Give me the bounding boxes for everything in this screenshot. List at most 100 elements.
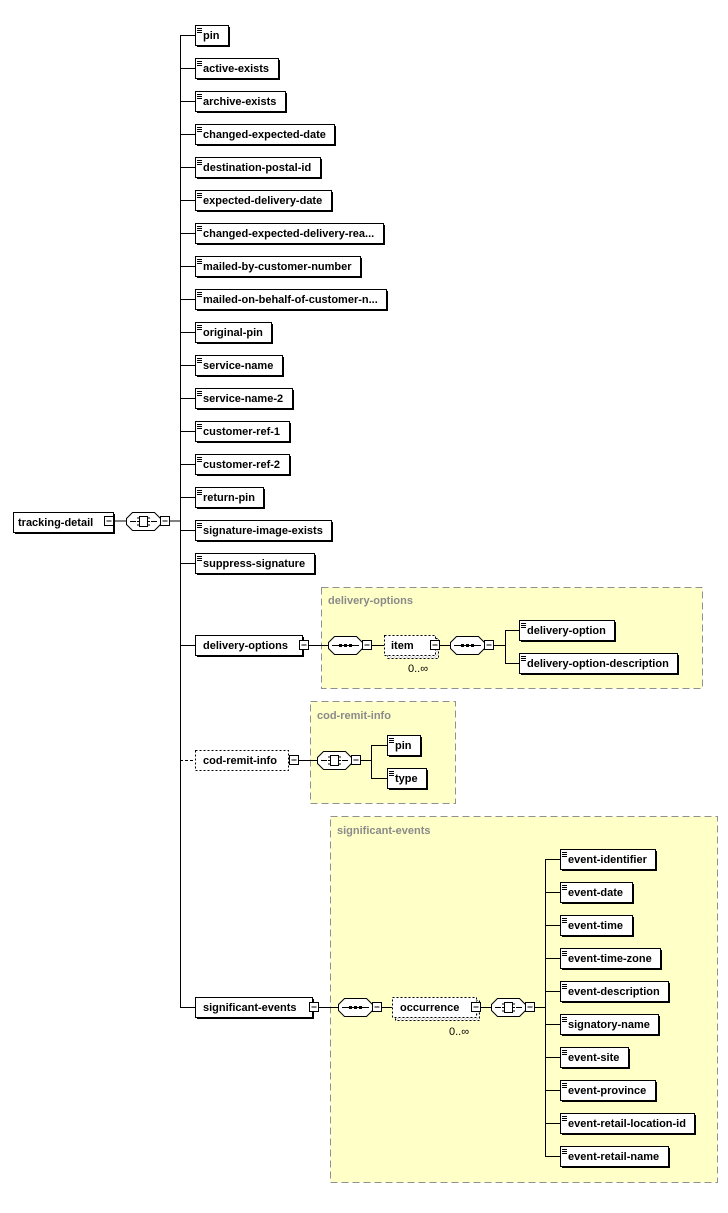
delivery-options-sequence-collapse-toggle[interactable] xyxy=(362,640,372,650)
element-customer-ref-1-label: customer-ref-1 xyxy=(203,426,280,438)
element-customer-ref-2-label: customer-ref-2 xyxy=(203,459,280,471)
item-sequence-collapse-toggle[interactable] xyxy=(484,640,494,650)
significant-events-sequence-collapse-toggle[interactable] xyxy=(372,1002,382,1012)
element-icon xyxy=(562,951,567,956)
element-event-time-zone[interactable]: event-time-zone xyxy=(560,948,663,971)
occurrence-compositor-collapse-toggle[interactable] xyxy=(525,1002,535,1012)
element-event-site-label: event-site xyxy=(568,1052,619,1064)
element-occurrence[interactable]: occurrence 0..∞ xyxy=(392,997,480,1039)
element-icon xyxy=(562,852,567,857)
element-event-province-label: event-province xyxy=(568,1085,646,1097)
element-delivery-option-description[interactable]: delivery-option-description xyxy=(519,653,680,676)
element-icon xyxy=(562,1149,567,1154)
root-element-tracking-detail[interactable]: tracking-detail xyxy=(13,512,116,535)
element-icon xyxy=(562,1116,567,1121)
element-icon xyxy=(197,193,202,198)
item-collapse-toggle[interactable] xyxy=(430,640,440,650)
element-icon xyxy=(197,160,202,165)
element-service-name-2[interactable]: service-name-2 xyxy=(195,388,295,411)
cod-element-type-label: type xyxy=(395,773,418,785)
element-icon xyxy=(197,94,202,99)
element-mailed-on-behalf-of-customer-n[interactable]: mailed-on-behalf-of-customer-n... xyxy=(195,289,389,312)
element-return-pin-label: return-pin xyxy=(203,492,255,504)
element-item-label: item xyxy=(391,640,414,652)
element-icon xyxy=(197,61,202,66)
element-active-exists[interactable]: active-exists xyxy=(195,58,281,81)
element-suppress-signature[interactable]: suppress-signature xyxy=(195,553,317,576)
element-event-description-label: event-description xyxy=(568,986,660,998)
element-icon xyxy=(197,226,202,231)
element-event-date[interactable]: event-date xyxy=(560,882,635,905)
root-compositor-collapse-toggle[interactable] xyxy=(160,516,170,526)
item-occurrence-label: 0..∞ xyxy=(408,663,428,675)
element-service-name[interactable]: service-name xyxy=(195,355,285,378)
element-archive-exists[interactable]: archive-exists xyxy=(195,91,288,114)
element-icon xyxy=(389,771,394,776)
element-suppress-signature-label: suppress-signature xyxy=(203,558,305,570)
element-icon xyxy=(197,523,202,528)
element-event-retail-location-id-label: event-retail-location-id xyxy=(568,1118,686,1130)
element-icon xyxy=(521,656,526,661)
element-mailed-on-behalf-of-customer-n-label: mailed-on-behalf-of-customer-n... xyxy=(203,294,378,306)
element-icon xyxy=(521,623,526,628)
element-delivery-options[interactable]: delivery-options xyxy=(195,635,305,658)
element-event-description[interactable]: event-description xyxy=(560,981,671,1004)
significant-events-sequence-compositor-icon xyxy=(338,998,373,1017)
element-event-retail-name[interactable]: event-retail-name xyxy=(560,1146,671,1169)
element-icon xyxy=(197,325,202,330)
cod-element-pin-label: pin xyxy=(395,740,412,752)
element-event-retail-location-id[interactable]: event-retail-location-id xyxy=(560,1113,697,1136)
element-signature-image-exists[interactable]: signature-image-exists xyxy=(195,520,334,543)
root-element-label: tracking-detail xyxy=(18,517,93,529)
element-event-date-label: event-date xyxy=(568,887,623,899)
element-service-name-2-label: service-name-2 xyxy=(203,393,283,405)
element-icon xyxy=(562,1050,567,1055)
element-icon xyxy=(197,556,202,561)
element-pin-label: pin xyxy=(203,30,220,42)
element-delivery-option-label: delivery-option xyxy=(527,625,606,637)
element-event-site[interactable]: event-site xyxy=(560,1047,631,1070)
significant-events-collapse-toggle[interactable] xyxy=(309,1002,319,1012)
cod-remit-info-collapse-toggle[interactable] xyxy=(289,755,299,765)
element-icon xyxy=(197,292,202,297)
element-mailed-by-customer-number[interactable]: mailed-by-customer-number xyxy=(195,256,363,279)
occurrence-occurrence-label: 0..∞ xyxy=(449,1026,469,1038)
element-changed-expected-date[interactable]: changed-expected-date xyxy=(195,124,337,147)
element-customer-ref-2[interactable]: customer-ref-2 xyxy=(195,454,292,477)
cod-element-pin[interactable]: pin xyxy=(387,735,423,758)
element-cod-remit-info-label: cod-remit-info xyxy=(203,755,277,767)
element-expected-delivery-date-label: expected-delivery-date xyxy=(203,195,322,207)
occurrence-collapse-toggle[interactable] xyxy=(471,1002,481,1012)
cod-remit-info-compositor-collapse-toggle[interactable] xyxy=(351,755,361,765)
element-event-time-label: event-time xyxy=(568,920,623,932)
element-significant-events[interactable]: significant-events xyxy=(195,997,315,1020)
element-event-identifier[interactable]: event-identifier xyxy=(560,849,658,872)
element-icon xyxy=(197,424,202,429)
element-delivery-option-description-label: delivery-option-description xyxy=(527,658,669,670)
element-return-pin[interactable]: return-pin xyxy=(195,487,266,510)
significant-events-group-label: significant-events xyxy=(337,825,431,837)
element-delivery-option[interactable]: delivery-option xyxy=(519,620,617,643)
delivery-options-group-label: delivery-options xyxy=(328,595,413,607)
cod-element-type[interactable]: type xyxy=(387,768,429,791)
element-destination-postal-id[interactable]: destination-postal-id xyxy=(195,157,323,180)
element-changed-expected-delivery-rea-label: changed-expected-delivery-rea... xyxy=(203,228,374,240)
element-changed-expected-date-label: changed-expected-date xyxy=(203,129,326,141)
element-signatory-name-label: signatory-name xyxy=(568,1019,650,1031)
element-cod-remit-info[interactable]: cod-remit-info xyxy=(195,750,289,771)
delivery-options-collapse-toggle[interactable] xyxy=(299,640,309,650)
element-customer-ref-1[interactable]: customer-ref-1 xyxy=(195,421,292,444)
element-icon xyxy=(197,391,202,396)
element-pin[interactable]: pin xyxy=(195,25,231,48)
element-active-exists-label: active-exists xyxy=(203,63,269,75)
element-original-pin[interactable]: original-pin xyxy=(195,322,274,345)
element-changed-expected-delivery-rea[interactable]: changed-expected-delivery-rea... xyxy=(195,223,386,246)
root-all-compositor-icon xyxy=(126,512,161,531)
element-event-province[interactable]: event-province xyxy=(560,1080,658,1103)
element-event-time[interactable]: event-time xyxy=(560,915,635,938)
element-expected-delivery-date[interactable]: expected-delivery-date xyxy=(195,190,334,213)
element-mailed-by-customer-number-label: mailed-by-customer-number xyxy=(203,261,352,273)
element-signatory-name[interactable]: signatory-name xyxy=(560,1014,661,1037)
element-occurrence-label: occurrence xyxy=(400,1002,459,1014)
root-collapse-toggle[interactable] xyxy=(104,516,114,526)
